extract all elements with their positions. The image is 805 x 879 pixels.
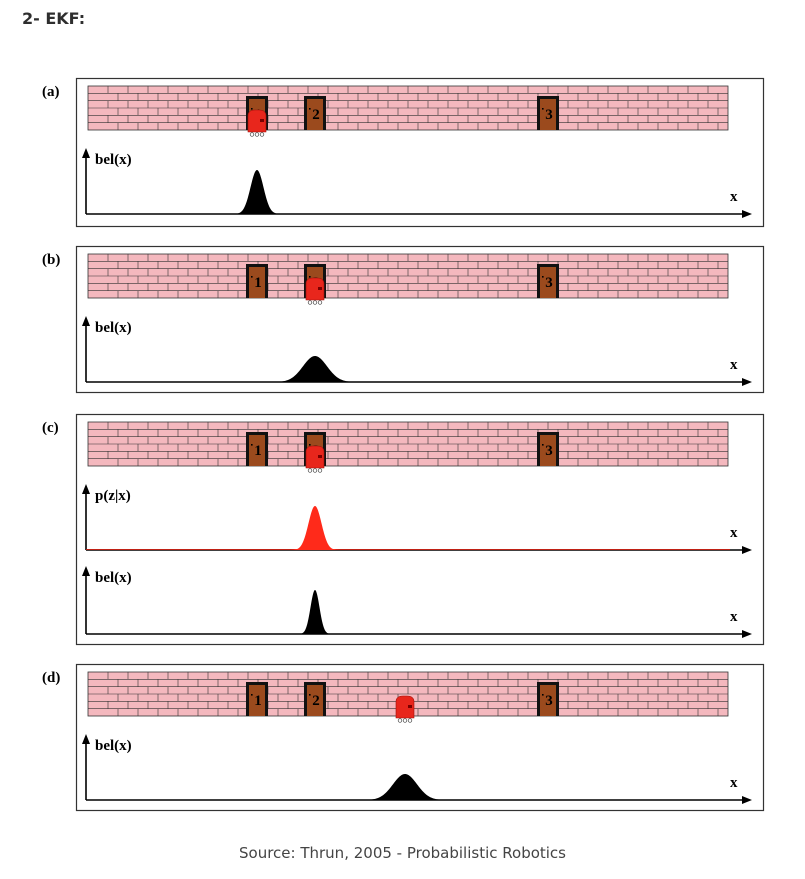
- panel-label: (c): [42, 420, 59, 436]
- door-3: 3: [537, 96, 559, 130]
- door-3: 3: [537, 682, 559, 716]
- door-number: 2: [312, 107, 320, 123]
- plot-axes: [82, 316, 752, 386]
- door-2: 2: [304, 682, 326, 716]
- robot-icon: [305, 277, 325, 305]
- robot-icon: [395, 695, 415, 723]
- plot-axes: [82, 566, 752, 638]
- belief-gaussian: [229, 170, 285, 214]
- y-axis-label: bel(x): [95, 738, 132, 754]
- door-number: 2: [312, 693, 320, 709]
- panel-label: (a): [42, 84, 60, 100]
- door-number: 1: [254, 693, 262, 709]
- door-1: 1: [246, 432, 268, 466]
- y-axis-label: bel(x): [95, 320, 132, 336]
- door-number: 3: [545, 443, 553, 459]
- source-caption: Source: Thrun, 2005 - Probabilistic Robo…: [239, 844, 566, 862]
- x-axis-label: x: [730, 775, 738, 791]
- y-axis-label: bel(x): [95, 152, 132, 168]
- brick-wall: [87, 253, 729, 299]
- plot-axes: [82, 484, 752, 554]
- plot-axes: [82, 148, 752, 218]
- measurement-gaussian: [287, 506, 343, 550]
- belief-gaussian: [264, 356, 366, 382]
- x-axis-label: x: [730, 525, 738, 541]
- x-axis-label: x: [730, 189, 738, 205]
- door-number: 1: [254, 275, 262, 291]
- panel-label: (d): [42, 670, 61, 686]
- brick-wall: [87, 85, 729, 131]
- y-axis-label: bel(x): [95, 570, 132, 586]
- brick-wall: [87, 421, 729, 467]
- section-heading: 2- EKF:: [22, 9, 86, 28]
- door-3: 3: [537, 432, 559, 466]
- door-1: 1: [246, 682, 268, 716]
- robot-icon: [247, 109, 267, 137]
- panel-label: (b): [42, 252, 61, 268]
- belief-gaussian: [354, 774, 456, 800]
- door-number: 3: [545, 107, 553, 123]
- y-axis-label: p(z|x): [95, 488, 131, 504]
- door-3: 3: [537, 264, 559, 298]
- door-1: 1: [246, 264, 268, 298]
- x-axis-label: x: [730, 357, 738, 373]
- belief-gaussian: [296, 590, 334, 634]
- x-axis-label: x: [730, 609, 738, 625]
- robot-icon: [305, 445, 325, 473]
- door-number: 3: [545, 693, 553, 709]
- door-2: 2: [304, 96, 326, 130]
- door-number: 1: [254, 443, 262, 459]
- door-number: 3: [545, 275, 553, 291]
